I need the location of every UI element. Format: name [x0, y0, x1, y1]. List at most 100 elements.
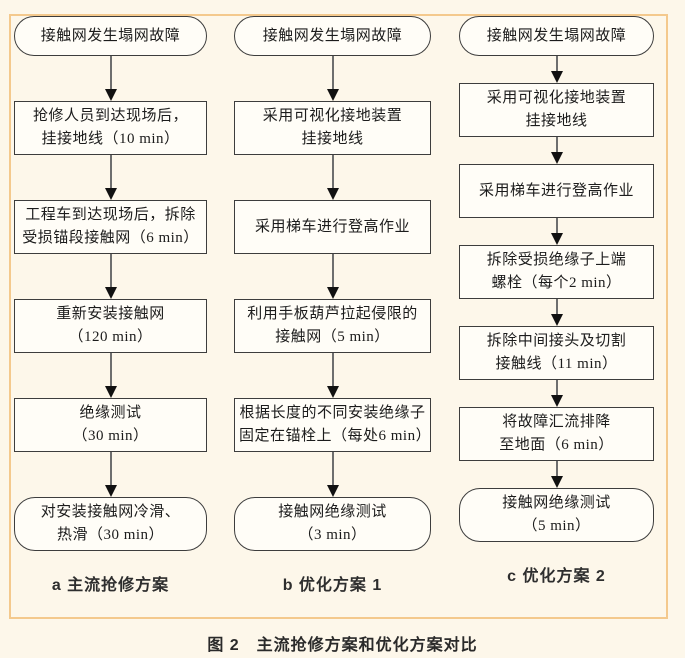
flow-node-text: 对安装接触网冷滑、 — [40, 504, 181, 520]
flow-node: 接触网发生塌网故障 — [459, 16, 654, 56]
arrow-head — [104, 485, 117, 497]
arrow-down-icon — [550, 218, 563, 245]
arrow-shaft — [555, 137, 558, 152]
flow-node: 抢修人员到达现场后， 挂接地线（10 min） — [14, 101, 207, 155]
flow-node-text: 绝缘测试 — [79, 405, 142, 421]
flow-node-text: 将故障汇流排降 — [502, 414, 611, 430]
flow-node-text: 接触网（5 min） — [275, 329, 390, 345]
flow-node-text: 接触网绝缘测试 — [502, 495, 611, 511]
arrow-shaft — [331, 353, 334, 386]
flow-node: 拆除受损绝缘子上端螺栓（每个2 min） — [459, 245, 654, 299]
arrow-shaft — [331, 155, 334, 188]
flow-column-a: 接触网发生塌网故障抢修人员到达现场后， 挂接地线（10 min） 工程车到达现场后，… — [14, 16, 207, 595]
flow-node: 采用梯车进行登高作业 — [459, 164, 654, 218]
flow-node: 绝缘测试 （30 min） — [14, 398, 207, 452]
arrow-shaft — [331, 56, 334, 89]
flow-node-text: 接触网发生塌网故障 — [40, 27, 181, 44]
flow-node-text: 重新安装接触网 — [56, 306, 165, 322]
arrow-head — [550, 233, 563, 245]
flow-node: 利用手板葫芦拉起侵限的接触网（5 min） — [234, 299, 431, 353]
arrow-down-icon — [550, 461, 563, 488]
flow-node-text: 挂接地线 — [525, 113, 588, 129]
arrow-down-icon — [326, 155, 339, 200]
arrow-shaft — [555, 56, 558, 71]
flow-column-c: 接触网发生塌网故障采用可视化接地装置挂接地线采用梯车进行登高作业拆除受损绝缘子上… — [459, 16, 654, 586]
flow-node-text: 采用可视化接地装置 — [486, 90, 627, 106]
flow-node-text: 接触线（11 min） — [495, 356, 618, 372]
flow-node: 采用可视化接地装置挂接地线 — [234, 101, 431, 155]
flow-node-text: 热滑（30 min） — [56, 527, 165, 543]
flow-node-text: 接触网发生塌网故障 — [262, 27, 403, 44]
flow-node-text: 接触网绝缘测试 — [278, 504, 387, 520]
arrow-shaft — [555, 461, 558, 476]
arrow-head — [550, 314, 563, 326]
flow-node: 接触网绝缘测试 （5 min） — [459, 488, 654, 542]
flow-node: 采用可视化接地装置挂接地线 — [459, 83, 654, 137]
flow-node-text: 拆除中间接头及切割 — [486, 333, 627, 349]
arrow-head — [550, 71, 563, 83]
figure-caption: 图 2 主流抢修方案和优化方案对比 — [207, 637, 478, 654]
flow-node: 将故障汇流排降至地面（6 min） — [459, 407, 654, 461]
arrow-down-icon — [550, 137, 563, 164]
flow-node-text: 拆除受损绝缘子上端 — [486, 252, 627, 268]
flow-node-text: 工程车到达现场后，拆除 — [25, 207, 196, 223]
column-label-a: a 主流抢修方案 — [51, 577, 170, 594]
flow-node: 拆除中间接头及切割接触线（11 min） — [459, 326, 654, 380]
arrow-head — [326, 188, 339, 200]
flow-node-text: 采用可视化接地装置 — [262, 108, 403, 124]
flow-node: 工程车到达现场后，拆除受损锚段接触网（6 min） — [14, 200, 207, 254]
arrow-shaft — [555, 218, 558, 233]
flow-node-text: 受损锚段接触网（6 min） — [22, 230, 199, 246]
flow-node-text: 挂接地线（10 min） — [41, 131, 180, 147]
arrow-head — [326, 287, 339, 299]
arrow-shaft — [109, 452, 112, 485]
arrow-shaft — [109, 56, 112, 89]
arrow-down-icon — [550, 56, 563, 83]
flow-node-text: （5 min） — [522, 518, 591, 534]
flow-node-text: 根据长度的不同安装绝缘子 — [239, 405, 426, 421]
flow-node: 接触网发生塌网故障 — [14, 16, 207, 56]
arrow-down-icon — [104, 254, 117, 299]
arrow-down-icon — [326, 56, 339, 101]
arrow-shaft — [109, 353, 112, 386]
flow-column-b: 接触网发生塌网故障采用可视化接地装置挂接地线采用梯车进行登高作业利用手板葫芦拉起… — [234, 16, 431, 595]
arrow-shaft — [331, 254, 334, 287]
arrow-head — [550, 395, 563, 407]
flow-node-text: 接触网发生塌网故障 — [486, 27, 627, 44]
flow-node-text: 挂接地线 — [301, 131, 364, 147]
arrow-head — [104, 287, 117, 299]
arrow-down-icon — [104, 353, 117, 398]
arrow-head — [326, 485, 339, 497]
arrow-down-icon — [326, 254, 339, 299]
arrow-head — [104, 188, 117, 200]
flow-node: 接触网发生塌网故障 — [234, 16, 431, 56]
flow-node-text: 利用手板葫芦拉起侵限的 — [247, 306, 418, 322]
flow-node: 接触网绝缘测试 （3 min） — [234, 497, 431, 551]
flow-node-text: 螺栓（每个2 min） — [491, 275, 622, 291]
arrow-head — [104, 89, 117, 101]
arrow-down-icon — [326, 452, 339, 497]
arrow-down-icon — [104, 155, 117, 200]
flow-node-text: （30 min） — [72, 428, 149, 444]
flow-node: 对安装接触网冷滑、热滑（30 min） — [14, 497, 207, 551]
column-label-b: b 优化方案 1 — [282, 577, 383, 594]
arrow-shaft — [331, 452, 334, 485]
figure-frame — [9, 14, 668, 619]
arrow-head — [550, 152, 563, 164]
arrow-shaft — [555, 380, 558, 395]
flow-node-text: 采用梯车进行登高作业 — [478, 182, 634, 199]
arrow-down-icon — [550, 299, 563, 326]
arrow-head — [326, 89, 339, 101]
arrow-shaft — [109, 155, 112, 188]
arrow-head — [326, 386, 339, 398]
flow-node-text: （120 min） — [68, 329, 153, 345]
arrow-head — [550, 476, 563, 488]
flow-node-text: 抢修人员到达现场后， — [32, 108, 188, 124]
arrow-head — [104, 386, 117, 398]
flow-node-text: 采用梯车进行登高作业 — [254, 218, 410, 235]
arrow-down-icon — [326, 353, 339, 398]
arrow-shaft — [555, 299, 558, 314]
flow-node-text: （3 min） — [298, 527, 367, 543]
column-label-c: c 优化方案 2 — [507, 568, 606, 585]
arrow-down-icon — [104, 56, 117, 101]
